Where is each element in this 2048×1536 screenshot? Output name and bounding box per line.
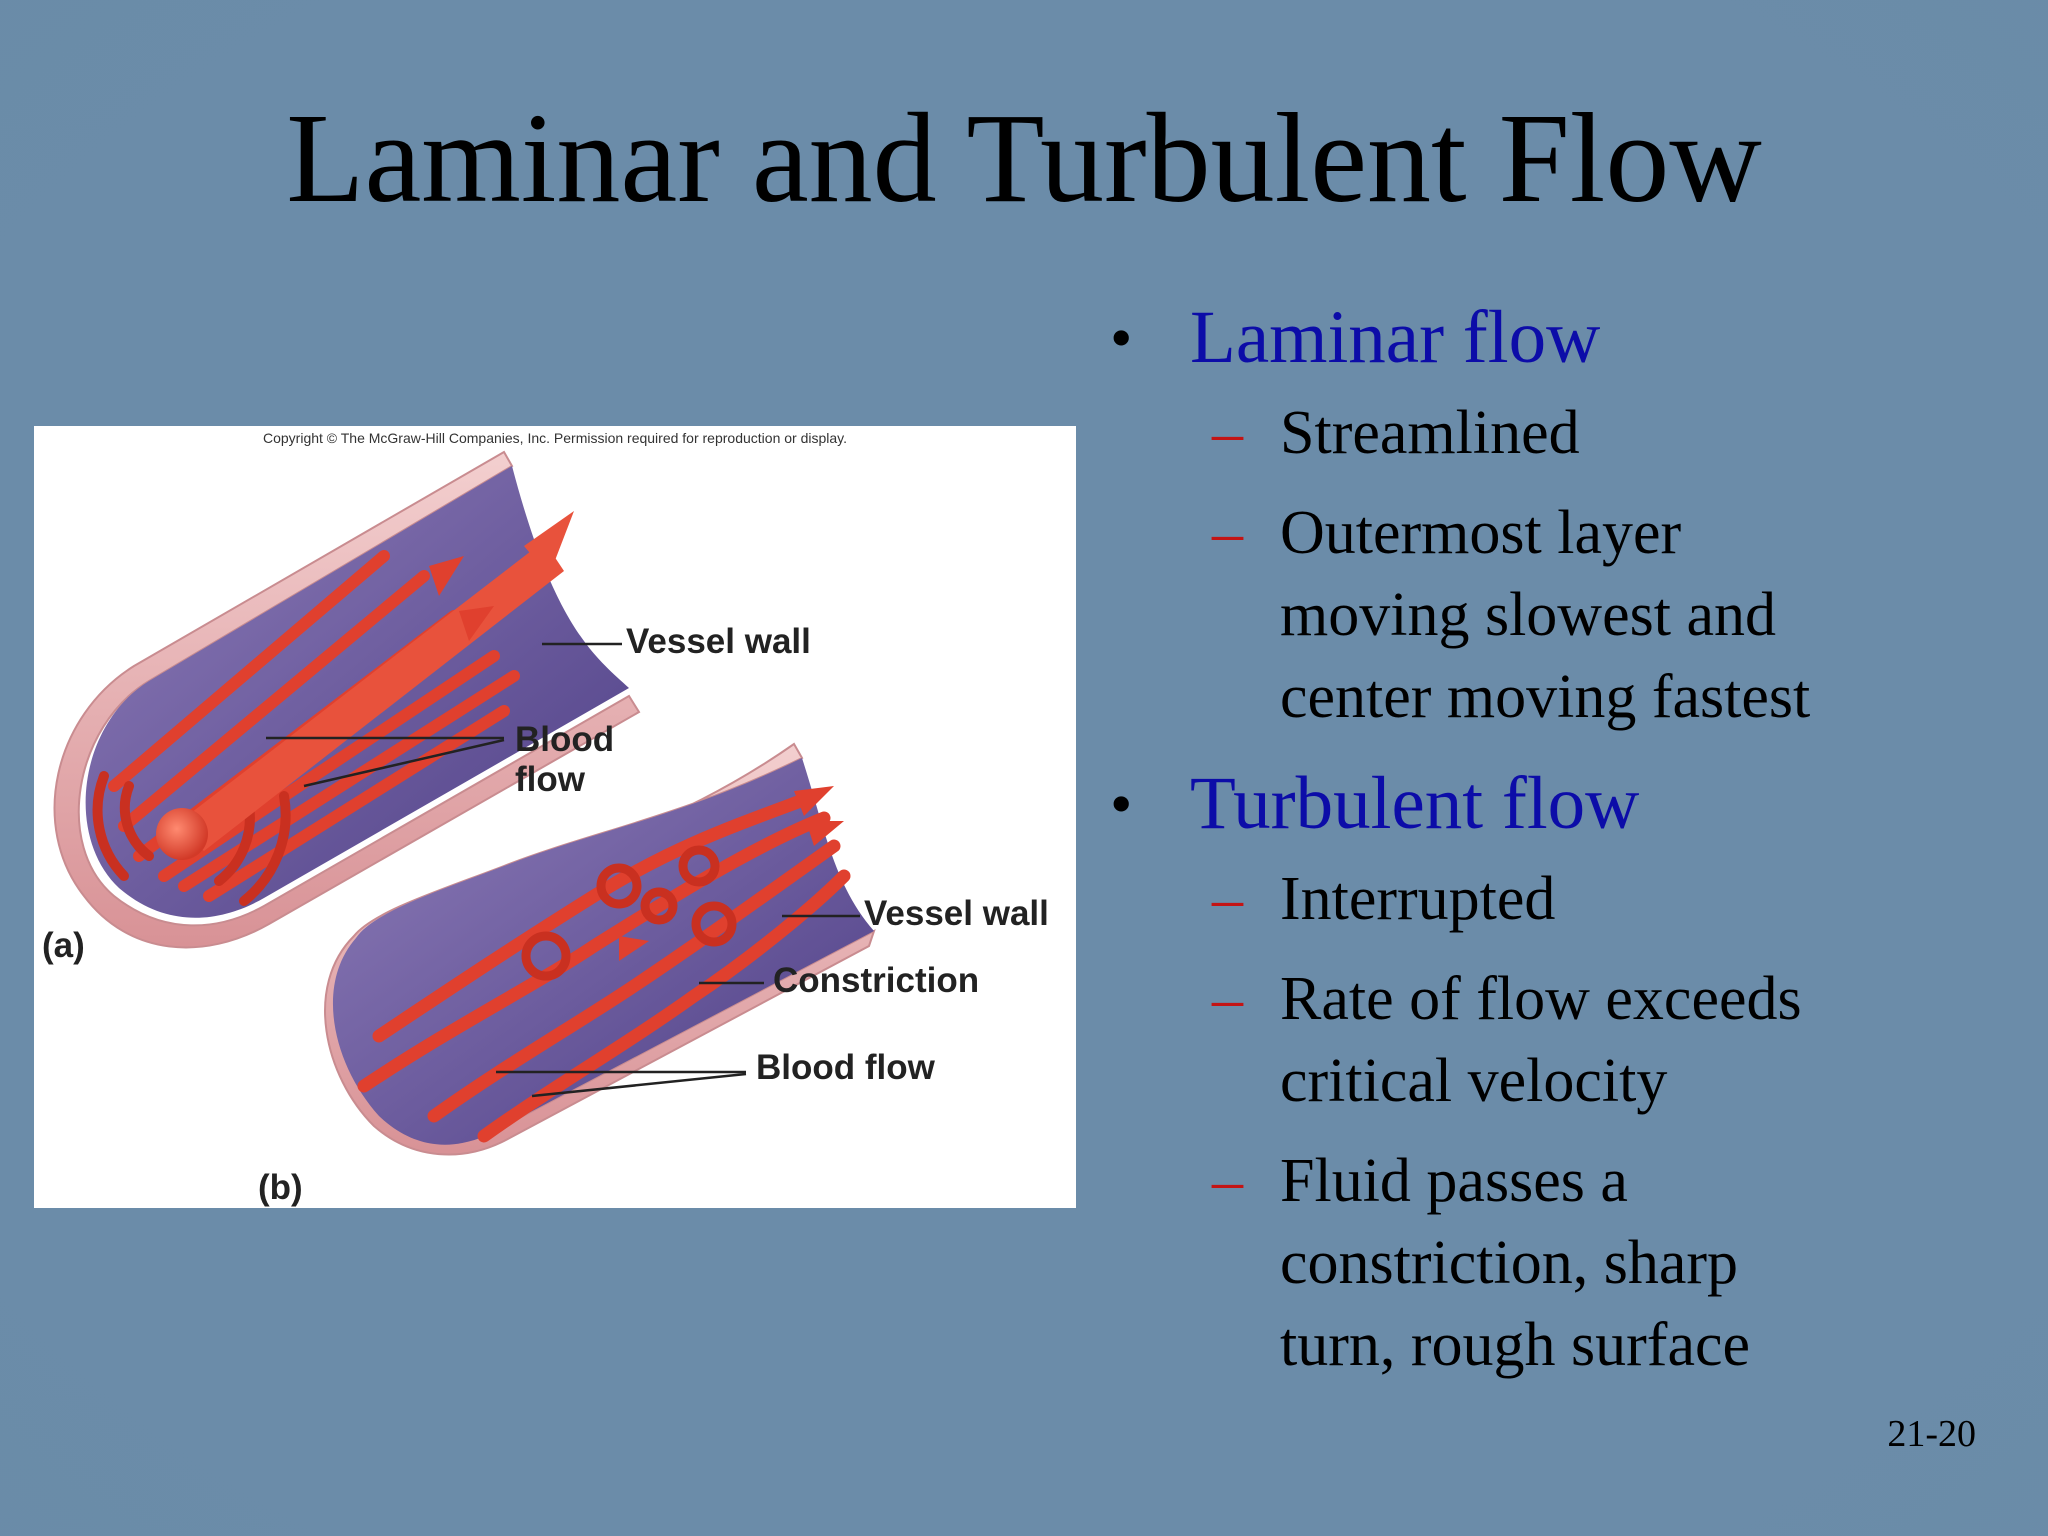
sub-bullet-line: Rate of flow exceeds: [1280, 965, 1802, 1033]
bullet-laminar-flow: • Laminar flow: [1110, 290, 2010, 386]
dash-icon: –: [1212, 965, 1243, 1033]
dash-icon: –: [1212, 499, 1243, 567]
bullet-list: • Laminar flow – Streamlined – Outermost…: [1110, 290, 2010, 1386]
sub-bullet-text: Streamlined: [1280, 399, 1580, 467]
sub-bullet: – Fluid passes a constriction, sharp tur…: [1110, 1140, 2010, 1386]
label-panel-b: (b): [258, 1168, 303, 1207]
sub-bullet: – Rate of flow exceeds critical velocity: [1110, 958, 2010, 1122]
sub-bullet-line: critical velocity: [1280, 1047, 1668, 1115]
dash-icon: –: [1212, 1147, 1243, 1215]
laminar-vessel: [53, 450, 641, 949]
label-blood-flow-b: Blood flow: [756, 1048, 935, 1087]
label-panel-a: (a): [42, 926, 85, 965]
bullet-heading: Turbulent flow: [1190, 762, 1640, 845]
label-blood-flow-a-line1: Blood: [515, 720, 615, 759]
sub-bullet-text: Interrupted: [1280, 865, 1556, 933]
bullet-dot-icon: •: [1110, 302, 1133, 373]
sub-bullet-line: constriction, sharp: [1280, 1229, 1739, 1297]
sub-bullet: – Interrupted: [1110, 858, 2010, 940]
sub-bullet: – Streamlined: [1110, 392, 2010, 474]
label-vessel-wall-a: Vessel wall: [626, 622, 811, 661]
copyright-notice: Copyright © The McGraw-Hill Companies, I…: [262, 430, 848, 446]
vessel-illustration: [53, 450, 876, 1156]
dash-icon: –: [1212, 865, 1243, 933]
bullet-turbulent-flow: • Turbulent flow: [1110, 756, 2010, 852]
label-blood-flow-a-line2: flow: [515, 760, 585, 799]
bullet-dot-icon: •: [1110, 768, 1133, 839]
sub-bullet: – Outermost layer moving slowest and cen…: [1110, 492, 2010, 738]
slide-number: 21-20: [1887, 1413, 1976, 1455]
slide-title: Laminar and Turbulent Flow: [286, 87, 1762, 229]
dash-icon: –: [1212, 399, 1243, 467]
sub-bullet-line: Outermost layer: [1280, 499, 1682, 567]
flow-diagram-figure: Copyright © The McGraw-Hill Companies, I…: [34, 426, 1076, 1208]
sub-bullet-line: Fluid passes a: [1280, 1147, 1628, 1215]
sub-bullet-line: moving slowest and: [1280, 581, 1776, 649]
label-constriction: Constriction: [773, 961, 980, 1000]
sub-bullet-line: center moving fastest: [1280, 663, 1811, 731]
bullet-heading: Laminar flow: [1190, 296, 1601, 379]
label-vessel-wall-b: Vessel wall: [864, 894, 1049, 933]
sub-bullet-line: turn, rough surface: [1280, 1311, 1750, 1379]
